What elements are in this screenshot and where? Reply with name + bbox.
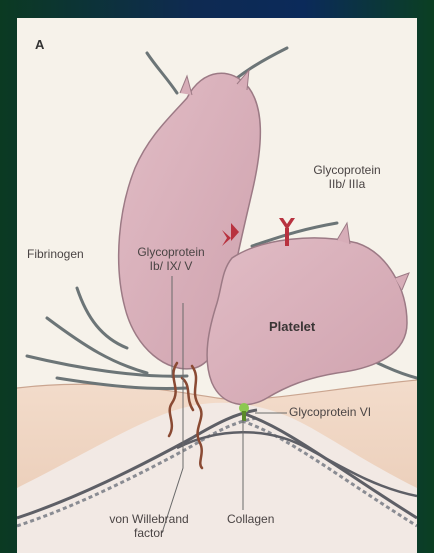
label-glycoprotein-iib-iiia: Glycoprotein IIb/ IIIa [313,164,380,192]
label-collagen: Collagen [227,513,274,527]
label-fibrinogen: Fibrinogen [27,248,84,262]
label-line: Glycoprotein [313,164,380,178]
diagram-panel: A Glycoprotein IIb/ IIIa Fibrinogen Glyc… [17,18,417,553]
label-glycoprotein-vi: Glycoprotein VI [289,406,371,420]
platelet-adhesion-diagram [17,18,417,553]
label-line: von Willebrand [109,513,188,527]
label-von-willebrand-factor: von Willebrand factor [109,513,188,541]
label-line: IIb/ IIIa [313,178,380,192]
label-platelet: Platelet [269,320,315,335]
label-line: factor [109,527,188,541]
label-line: Ib/ IX/ V [137,260,204,274]
panel-letter: A [35,38,44,53]
label-line: Glycoprotein [137,246,204,260]
label-glycoprotein-ib-ix-v: Glycoprotein Ib/ IX/ V [137,246,204,274]
